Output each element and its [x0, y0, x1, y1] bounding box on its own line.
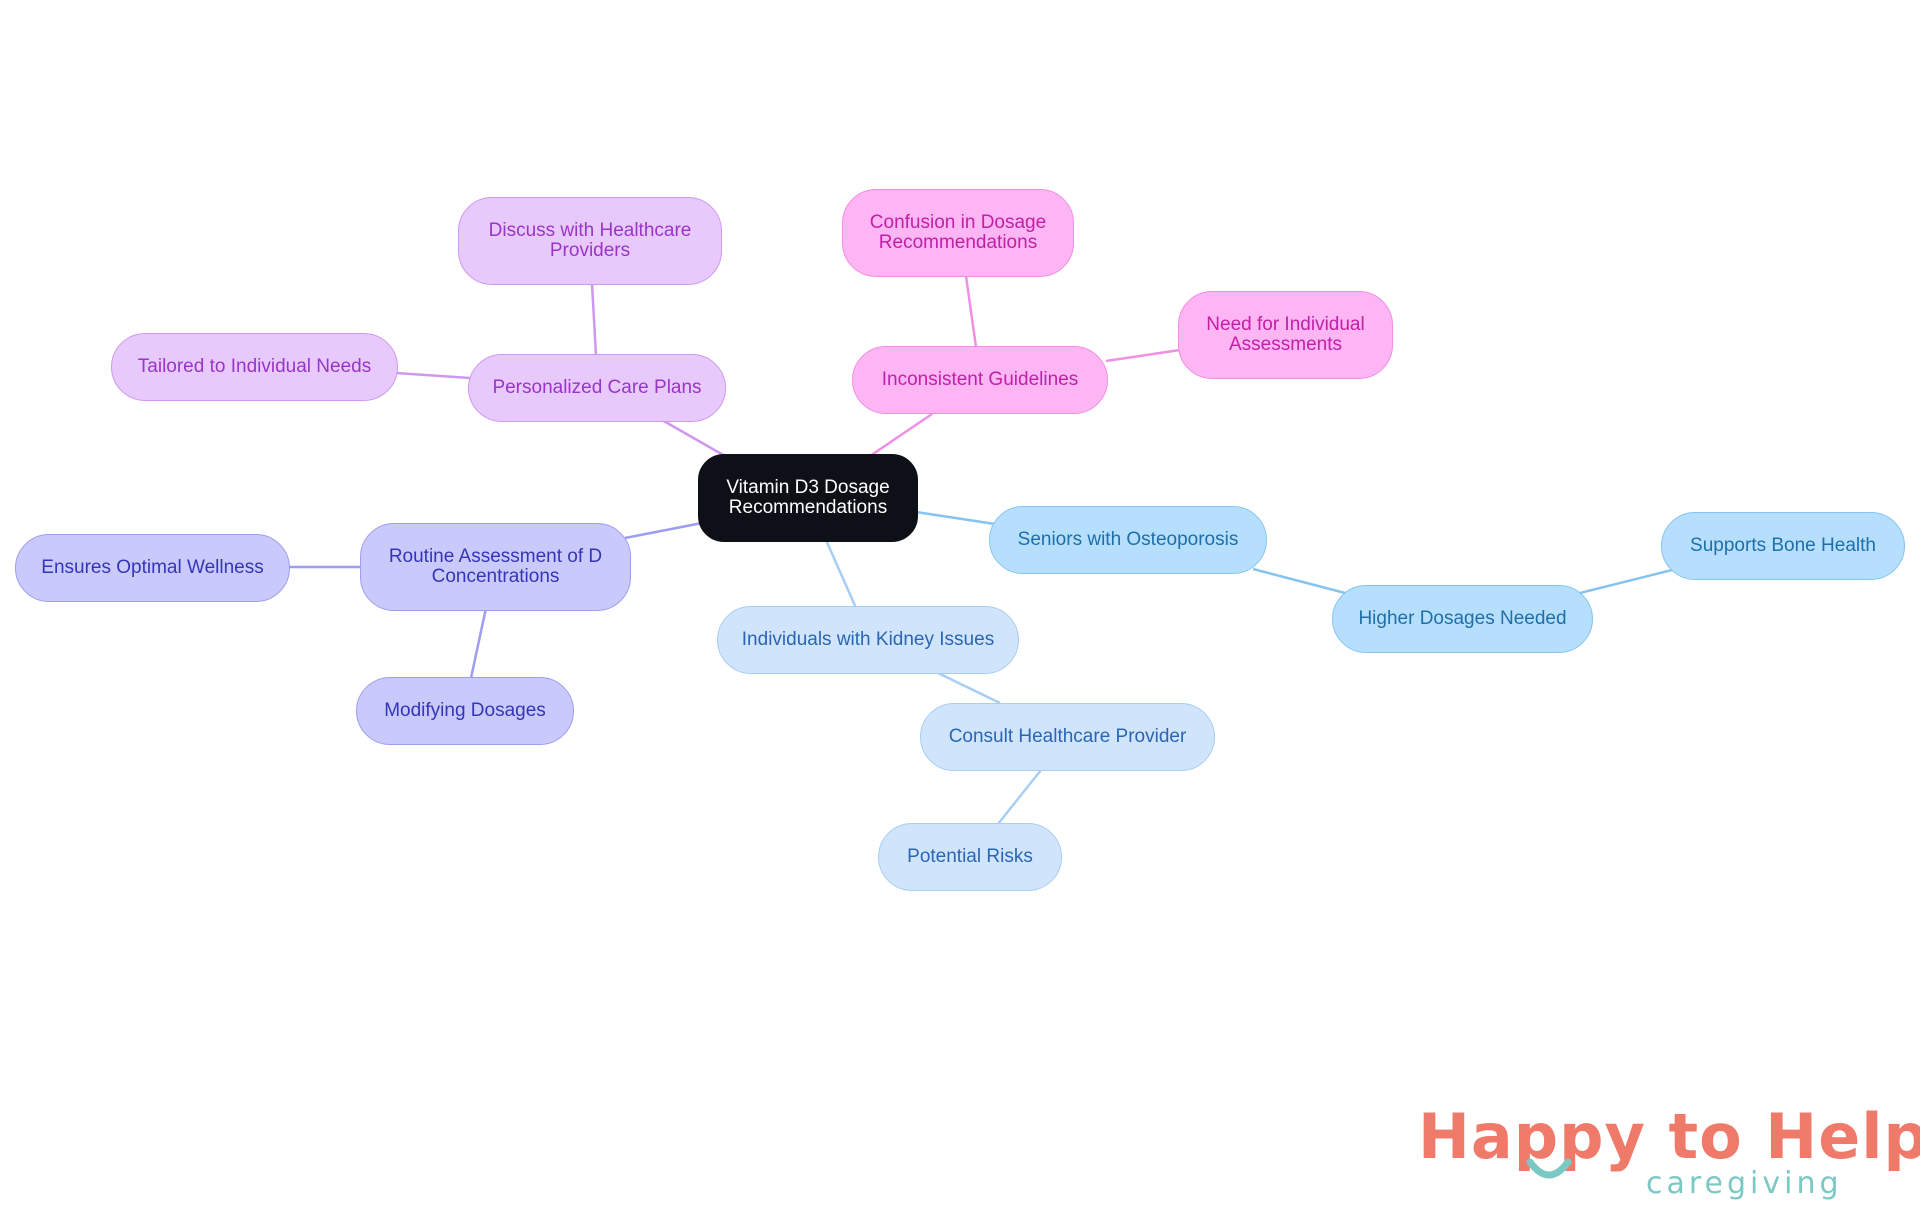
connector-personalized-tailored [395, 371, 471, 380]
connector-root-seniors [915, 510, 996, 526]
node-supports-bone-health[interactable]: Supports Bone Health [1661, 512, 1905, 580]
node-label: Inconsistent Guidelines [881, 369, 1079, 390]
connector-root-inconsistent [869, 412, 933, 458]
connector-routine-modifying [469, 607, 488, 679]
smile-icon [1526, 1158, 1572, 1179]
node-label: Tailored to Individual Needs [137, 356, 372, 377]
node-inconsistent-guidelines[interactable]: Inconsistent Guidelines [852, 346, 1108, 414]
root-node-label: Vitamin D3 Dosage Recommendations [726, 477, 890, 518]
connector-root-routine [624, 521, 703, 540]
logo-title: Happy to Help [1418, 1100, 1920, 1173]
connector-inconsistent-need [1105, 348, 1181, 363]
node-need-for-individual-assessments[interactable]: Need for Individual Assessments [1178, 291, 1393, 379]
node-routine-assessment-of-d-concentrations[interactable]: Routine Assessment of D Concentrations [360, 523, 631, 611]
node-label: Need for Individual Assessments [1206, 314, 1365, 355]
node-label: Potential Risks [907, 846, 1033, 867]
node-label: Supports Bone Health [1690, 535, 1876, 556]
connector-seniors-higher [1252, 567, 1350, 596]
node-label: Discuss with Healthcare Providers [488, 220, 692, 261]
node-label: Personalized Care Plans [492, 377, 702, 398]
node-discuss-with-healthcare-providers[interactable]: Discuss with Healthcare Providers [458, 197, 722, 285]
connector-personalized-discuss [590, 283, 598, 356]
node-personalized-care-plans[interactable]: Personalized Care Plans [468, 354, 726, 422]
node-tailored-to-individual-needs[interactable]: Tailored to Individual Needs [111, 333, 398, 401]
connector-kidney-consult [937, 671, 1001, 705]
node-label: Consult Healthcare Provider [948, 726, 1187, 747]
connector-root-personalized [661, 418, 726, 458]
happy-to-help-logo: Happy to Help caregiving [1418, 1100, 1920, 1201]
connector-root-kidney [824, 539, 858, 609]
node-modifying-dosages[interactable]: Modifying Dosages [356, 677, 574, 745]
connector-inconsistent-confusion [964, 275, 978, 348]
node-confusion-in-dosage-recommendations[interactable]: Confusion in Dosage Recommendations [842, 189, 1074, 277]
node-label: Higher Dosages Needed [1358, 608, 1567, 629]
node-label: Modifying Dosages [384, 700, 546, 721]
node-ensures-optimal-wellness[interactable]: Ensures Optimal Wellness [15, 534, 290, 602]
node-label: Routine Assessment of D Concentrations [388, 546, 603, 587]
node-individuals-with-kidney-issues[interactable]: Individuals with Kidney Issues [717, 606, 1019, 674]
node-higher-dosages-needed[interactable]: Higher Dosages Needed [1332, 585, 1593, 653]
node-seniors-with-osteoporosis[interactable]: Seniors with Osteoporosis [989, 506, 1267, 574]
node-label: Confusion in Dosage Recommendations [869, 212, 1047, 253]
node-label: Individuals with Kidney Issues [741, 629, 995, 650]
node-consult-healthcare-provider[interactable]: Consult Healthcare Provider [920, 703, 1215, 771]
node-label: Seniors with Osteoporosis [1017, 529, 1239, 550]
node-label: Ensures Optimal Wellness [41, 557, 264, 578]
root-node-vitamin-d3[interactable]: Vitamin D3 Dosage Recommendations [698, 454, 918, 542]
node-potential-risks[interactable]: Potential Risks [878, 823, 1062, 891]
connector-consult-risks [997, 769, 1042, 825]
connector-higher-supports [1579, 568, 1673, 595]
logo-subtitle: caregiving [1646, 1166, 1843, 1201]
